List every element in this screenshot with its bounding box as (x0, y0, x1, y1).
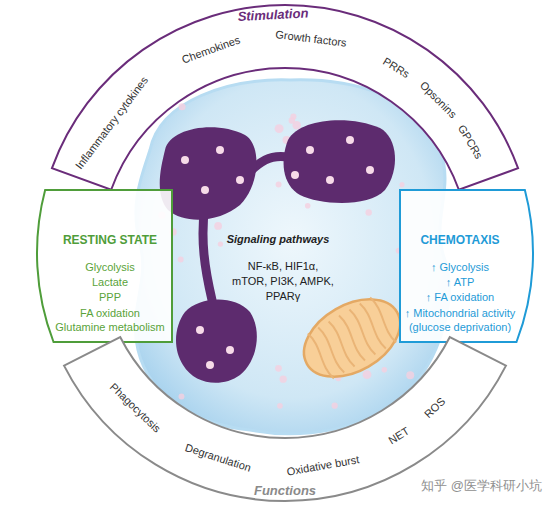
granule (218, 241, 223, 246)
granule (275, 365, 282, 372)
granule (280, 375, 287, 382)
nucleus-dot (226, 346, 234, 354)
side-panel: RESTING STATE GlycolysisLactatePPP FA oxid… (0, 180, 200, 350)
item-text: NF-κB, HIF1α, mTOR, PI3K, AMPK, PPARγ (231, 259, 335, 304)
nucleus-dot (366, 166, 374, 174)
mitochondrion (290, 283, 413, 392)
heading: CHEMOTAXIS (420, 233, 499, 247)
granule (399, 182, 404, 187)
item-text: ↑ FA oxidation (426, 291, 495, 304)
heading: Signaling pathways (227, 233, 330, 246)
item-text: ↑ Mitochondrial activity (glucose depriv… (402, 306, 518, 334)
nucleus-dot (196, 326, 204, 334)
granule (169, 228, 177, 236)
granule (396, 248, 402, 254)
granule (275, 124, 284, 133)
nucleus-dot (216, 146, 224, 154)
granule (382, 367, 388, 373)
item-text: Glycolysis (85, 261, 135, 274)
granule (276, 182, 282, 188)
granule (423, 240, 429, 246)
nucleus-dot (291, 171, 299, 179)
granule (179, 103, 186, 110)
item-text: FA oxidation (52, 306, 168, 320)
granule (363, 370, 372, 379)
nucleus-lobe (284, 120, 395, 203)
granule (178, 257, 184, 263)
nucleus-dot (306, 146, 314, 154)
heading: RESTING STATE (63, 233, 157, 247)
nucleus-dot (326, 176, 334, 184)
item-text: Lactate (92, 276, 128, 289)
item-text: PPP (99, 291, 121, 304)
nucleus-dot (206, 361, 214, 369)
granule (305, 203, 311, 209)
granule (406, 371, 414, 379)
granule (158, 211, 165, 218)
watermark: 知乎 @医学科研小坑 (421, 478, 542, 494)
granule (179, 393, 185, 399)
item-text: Glutamine metabolism (55, 321, 164, 334)
granule (365, 209, 371, 215)
nucleus-lobe (176, 300, 257, 383)
nucleus-lobe (160, 127, 257, 219)
granule (411, 408, 416, 413)
granule (163, 200, 169, 206)
ring-band: StimulationInflammatory cytokinesChemoki… (0, 0, 554, 200)
nucleus-dot (236, 176, 244, 184)
cell-body (135, 80, 449, 434)
item-text: ↑ ATP (446, 276, 475, 289)
granule (332, 403, 338, 409)
nucleus-dot (181, 156, 189, 164)
granule (277, 403, 283, 409)
nucleus-dot (201, 186, 209, 194)
side-panel: CHEMOTAXIS ↑ Glycolysis ↑ ATP ↑ FA oxidatio… (380, 180, 554, 355)
nucleus-dot (346, 136, 354, 144)
granule (214, 222, 222, 230)
item-text: ↑ Glycolysis (431, 261, 489, 274)
granule (289, 117, 295, 123)
heading: Functions (254, 483, 316, 499)
